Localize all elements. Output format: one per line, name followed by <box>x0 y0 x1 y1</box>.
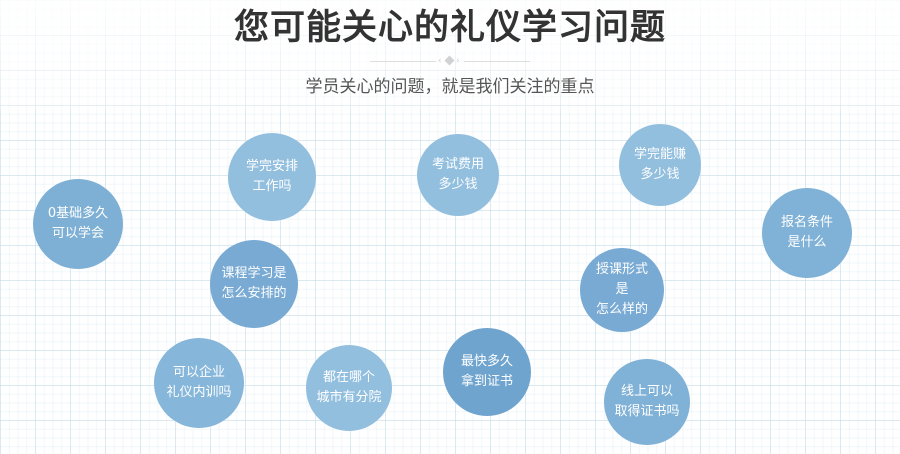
question-line-2: 拿到证书 <box>460 374 513 389</box>
question-line-1: 学完能赚 <box>633 147 686 162</box>
question-line-1: 授课形式是 <box>595 262 648 297</box>
question-line-1: 考试费用 <box>431 157 484 172</box>
page-subtitle: 学员关心的问题，就是我们关注的重点 <box>305 77 595 97</box>
question-line-2: 多少钱 <box>640 167 680 182</box>
question-line-2: 怎么样的 <box>595 302 648 317</box>
question-line-1: 线上可以 <box>620 384 673 399</box>
page-title: 您可能关心的礼仪学习问题 <box>233 8 666 48</box>
question-line-2: 城市有分院 <box>316 390 382 405</box>
question-line-2: 怎么安排的 <box>221 286 287 301</box>
question-bubble-teaching-format[interactable]: 授课形式是怎么样的 <box>580 248 664 332</box>
question-line-1: 报名条件 <box>780 215 833 230</box>
question-line-2: 多少钱 <box>438 177 478 192</box>
header-backdrop <box>0 0 900 110</box>
divider-line-right <box>464 61 530 62</box>
chevron-right-icon: › <box>456 56 460 66</box>
question-bubble-course-schedule[interactable]: 课程学习是怎么安排的 <box>210 240 298 328</box>
question-line-1: 都在哪个 <box>322 370 375 385</box>
question-bubble-exam-fee[interactable]: 考试费用多少钱 <box>417 134 499 216</box>
question-bubble-job-placement[interactable]: 学完安排工作吗 <box>228 133 316 221</box>
question-bubble-earnings[interactable]: 学完能赚多少钱 <box>619 124 701 206</box>
chevron-left-icon: ‹ <box>438 56 442 66</box>
question-bubble-fastest-certificate[interactable]: 最快多久拿到证书 <box>443 328 531 416</box>
question-line-2: 可以学会 <box>51 226 104 241</box>
question-line-2: 礼仪内训吗 <box>166 385 232 400</box>
question-line-2: 是什么 <box>787 235 827 250</box>
question-bubble-online-certificate[interactable]: 线上可以取得证书吗 <box>604 359 690 445</box>
question-line-2: 工作吗 <box>252 179 292 194</box>
question-bubble-corporate-training[interactable]: 可以企业礼仪内训吗 <box>154 338 244 428</box>
question-line-1: 学完安排 <box>245 159 298 174</box>
question-bubble-enrollment-requirements[interactable]: 报名条件是什么 <box>762 188 852 278</box>
question-line-1: 最快多久 <box>460 354 513 369</box>
title-divider: ‹ › <box>370 55 530 66</box>
question-bubble-zero-basis[interactable]: 0基础多久可以学会 <box>33 179 123 269</box>
question-line-1: 课程学习是 <box>221 266 287 281</box>
question-line-2: 取得证书吗 <box>614 404 680 419</box>
question-bubble-branch-cities[interactable]: 都在哪个城市有分院 <box>306 345 392 431</box>
divider-line-left <box>370 61 436 62</box>
question-line-1: 0基础多久 <box>47 206 109 221</box>
question-line-1: 可以企业 <box>172 365 225 380</box>
